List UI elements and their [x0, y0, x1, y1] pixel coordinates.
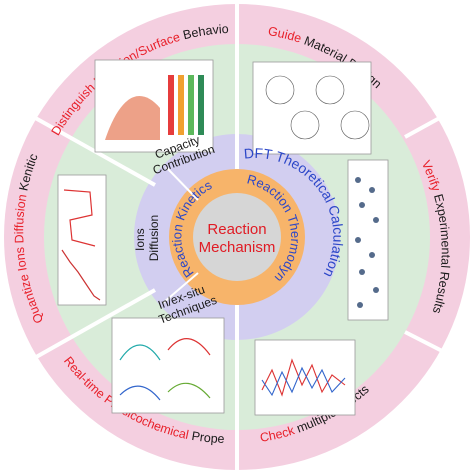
divider-upper-left	[29, 113, 156, 187]
hub-title-line2: Mechanism	[199, 239, 276, 256]
divider-lower-left	[21, 288, 156, 367]
figure-ions-diffusion-gitt	[57, 174, 107, 306]
figure-dos-plot	[254, 339, 356, 416]
divider-lower-right	[404, 330, 451, 357]
dividers	[21, 4, 451, 470]
hub-circle	[193, 193, 281, 281]
label-ions-diffusion: Ions Diffusion	[133, 215, 161, 261]
figure-capacity-contribution	[94, 59, 214, 153]
figure-dft-structures	[347, 159, 389, 321]
divider-upper-right	[404, 113, 446, 139]
figure-material-design	[252, 61, 372, 155]
hub-title-line1: Reaction	[207, 221, 266, 238]
divider-purple-2	[162, 272, 199, 304]
figure-insitu-xrd	[111, 317, 225, 414]
divider-purple-1	[165, 166, 199, 201]
